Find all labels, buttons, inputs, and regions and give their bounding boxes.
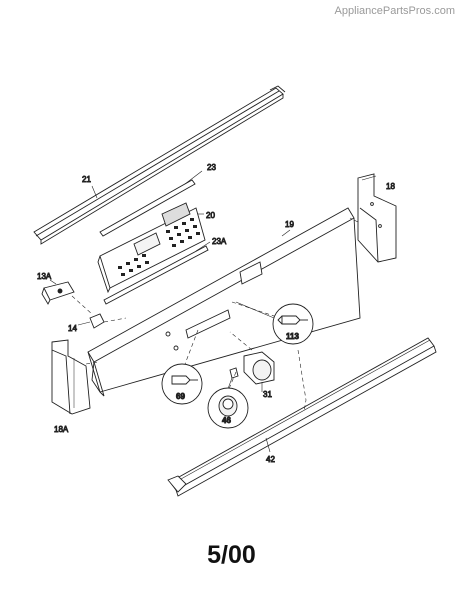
label-part-18: 18 (386, 182, 395, 191)
callout-69 (161, 363, 203, 405)
label-part-20: 20 (206, 211, 215, 220)
label-part-21: 21 (82, 175, 91, 184)
part-21-trim-rail (33, 85, 286, 245)
label-part-69: 69 (176, 392, 185, 401)
callout-46 (207, 387, 249, 429)
part-23A-bracket (103, 241, 211, 305)
part-19-control-panel (87, 207, 361, 397)
date-code: 5/00 (207, 541, 256, 569)
label-part-23: 23 (207, 163, 216, 172)
part-18-end-bracket (357, 173, 397, 263)
assembly-lines (71, 217, 359, 413)
part-13A-switch (41, 279, 75, 305)
part-20-control-board (97, 202, 206, 294)
label-part-23A: 23A (212, 237, 227, 246)
watermark: AppliancePartsPros.com (334, 5, 455, 17)
label-part-42: 42 (266, 455, 275, 464)
label-part-31: 31 (263, 390, 272, 399)
part-23-bracket (99, 170, 203, 237)
part-14-connector (77, 313, 105, 329)
label-part-113: 113 (286, 332, 299, 341)
label-part-19: 19 (285, 220, 294, 229)
label-part-46: 46 (222, 416, 231, 425)
label-part-14: 14 (68, 324, 77, 333)
label-part-18A: 18A (54, 425, 69, 434)
part-31-rotary-switch (243, 351, 275, 392)
part-42-bottom-trim (167, 337, 437, 497)
part-18A-end-bracket (51, 339, 91, 415)
label-part-13A: 13A (37, 272, 52, 281)
callout-113 (235, 301, 314, 345)
